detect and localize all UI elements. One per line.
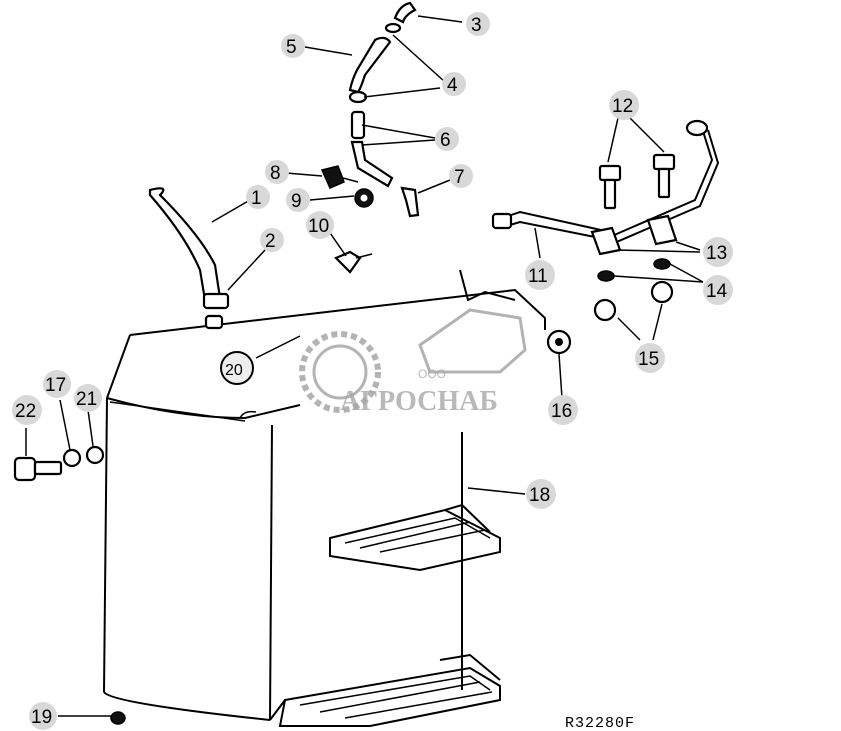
- callout-1: 1: [246, 185, 270, 209]
- svg-text:4: 4: [447, 75, 458, 96]
- svg-text:1: 1: [251, 188, 262, 209]
- svg-text:10: 10: [308, 216, 329, 237]
- svg-text:19: 19: [31, 707, 52, 728]
- callout-4: 4: [442, 72, 466, 96]
- svg-text:17: 17: [45, 375, 66, 396]
- svg-text:18: 18: [529, 485, 550, 506]
- svg-text:2: 2: [265, 231, 276, 252]
- svg-text:6: 6: [440, 130, 451, 151]
- drain-hardware: [13, 445, 126, 725]
- callout-8: 8: [265, 160, 289, 184]
- callout-5: 5: [281, 34, 305, 58]
- callout-11: 11: [525, 260, 555, 290]
- svg-text:5: 5: [286, 37, 297, 58]
- callout-9: 9: [286, 188, 310, 212]
- svg-text:11: 11: [528, 266, 548, 287]
- reference-code: R32280F: [565, 715, 635, 731]
- clamp-hardware: [590, 153, 678, 322]
- callouts: 1 2 3 4 5 6 7 8 9 10 11 12 13 14 15 16 1…: [12, 12, 733, 730]
- callout-18: 18: [526, 479, 556, 509]
- svg-text:13: 13: [706, 243, 727, 264]
- fuel-tank: [103, 288, 546, 721]
- callout-21: 21: [74, 384, 102, 412]
- fittings: [320, 165, 374, 274]
- callout-17: 17: [43, 370, 71, 398]
- svg-text:14: 14: [706, 281, 728, 302]
- svg-text:7: 7: [454, 167, 465, 188]
- leader-lines: [25, 15, 704, 717]
- callout-20: 20: [220, 351, 254, 385]
- svg-text:12: 12: [612, 96, 633, 117]
- callout-2: 2: [260, 228, 284, 252]
- callout-10: 10: [306, 211, 334, 239]
- svg-text:20: 20: [225, 362, 243, 379]
- svg-text:16: 16: [551, 401, 572, 422]
- callout-19: 19: [29, 702, 57, 730]
- upper-hose-assembly: [348, 1, 420, 218]
- svg-text:3: 3: [471, 15, 482, 36]
- callout-22: 22: [12, 395, 42, 425]
- lower-step: [278, 653, 501, 727]
- callout-16: 16: [548, 395, 578, 425]
- callout-12: 12: [609, 90, 639, 120]
- watermark-brand: АГРОСНАБ: [340, 386, 498, 417]
- breather-hose: [148, 187, 230, 330]
- watermark: ООО АГРОСНАБ: [299, 308, 527, 417]
- svg-text:21: 21: [76, 389, 97, 410]
- svg-text:9: 9: [291, 191, 302, 212]
- svg-text:15: 15: [638, 349, 659, 370]
- svg-text:8: 8: [270, 163, 281, 184]
- watermark-prefix: ООО: [418, 367, 446, 381]
- callout-13: 13: [703, 237, 733, 267]
- callout-15: 15: [635, 343, 665, 373]
- svg-text:22: 22: [15, 401, 36, 422]
- sender-fitting: [459, 269, 572, 355]
- upper-step: [329, 503, 501, 572]
- callout-3: 3: [466, 12, 490, 36]
- callout-14: 14: [703, 275, 733, 305]
- callout-7: 7: [449, 164, 473, 188]
- callout-6: 6: [435, 127, 459, 151]
